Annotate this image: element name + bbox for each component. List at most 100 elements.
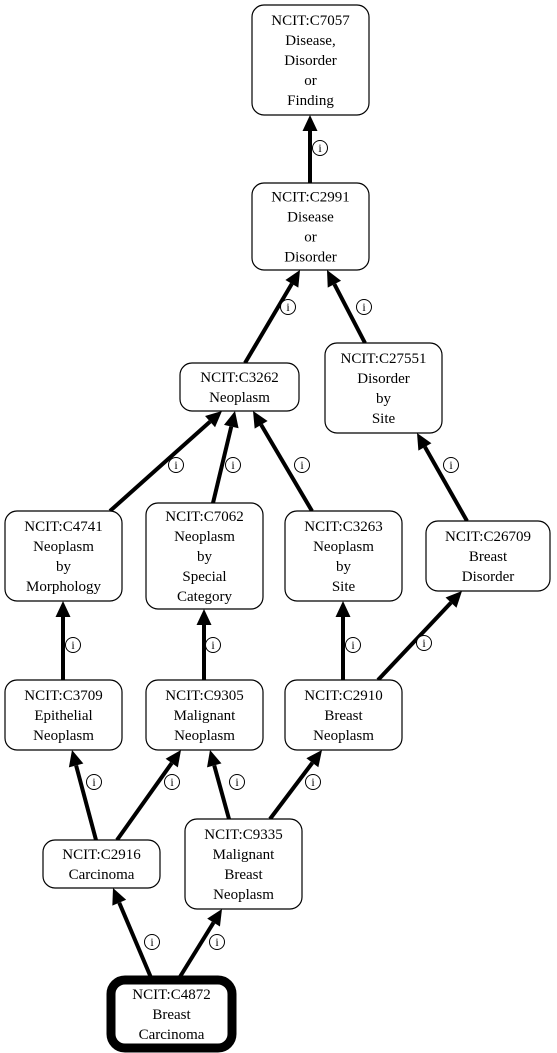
edge-info-icon[interactable]: i xyxy=(345,637,361,653)
node-box xyxy=(284,510,403,602)
node-name-label: by xyxy=(336,559,352,575)
edge-C2916-to-C3709: i xyxy=(68,750,102,841)
arrowhead-icon xyxy=(196,609,212,625)
edge-line xyxy=(115,761,174,842)
node-name-label: Neoplasm xyxy=(174,728,235,744)
arrowhead-icon xyxy=(68,750,84,768)
edge-info-icon[interactable]: i xyxy=(65,637,81,653)
edge-C26709-to-C27551: i xyxy=(417,433,469,522)
node-name-label: Carcinoma xyxy=(139,1027,205,1043)
info-letter: i xyxy=(362,300,366,314)
edge-info-icon[interactable]: i xyxy=(294,457,310,473)
info-letter: i xyxy=(174,458,178,472)
node-name-label: Malignant xyxy=(213,847,275,863)
arrowhead-icon xyxy=(207,909,222,927)
node-id-label: NCIT:C3709 xyxy=(24,688,102,704)
node-name-label: Carcinoma xyxy=(69,867,135,883)
edge-line xyxy=(212,764,231,820)
info-circle-icon xyxy=(209,934,225,950)
node-id-label: NCIT:C9305 xyxy=(165,688,243,704)
info-letter: i xyxy=(422,636,426,650)
edge-info-icon[interactable]: i xyxy=(205,637,221,653)
info-circle-icon xyxy=(345,637,361,653)
edge-line xyxy=(259,423,314,513)
info-letter: i xyxy=(211,638,215,652)
edge-line xyxy=(332,283,367,344)
info-circle-icon xyxy=(205,637,221,653)
node-id-label: NCIT:C7057 xyxy=(271,13,350,29)
edge-C4872-to-C2916: i xyxy=(112,888,160,981)
edge-info-icon[interactable]: i xyxy=(443,457,459,473)
node-name-label: Disorder xyxy=(284,250,337,266)
edge-info-icon[interactable]: i xyxy=(168,457,184,473)
info-circle-icon xyxy=(280,299,296,315)
info-circle-icon xyxy=(305,774,321,790)
node-name-label: or xyxy=(304,230,317,246)
edge-C9335-to-C2910: i xyxy=(268,750,322,821)
arrowhead-icon xyxy=(417,433,432,451)
edge-info-icon[interactable]: i xyxy=(209,934,225,950)
edge-C3263-to-C3262: i xyxy=(253,411,314,513)
node-id-label: NCIT:C3262 xyxy=(200,370,278,386)
edge-line xyxy=(268,761,314,821)
info-circle-icon xyxy=(225,457,241,473)
info-circle-icon xyxy=(356,299,372,315)
nodes-layer: NCIT:C7057Disease,DisorderorFindingNCIT:… xyxy=(4,4,551,1053)
edge-info-icon[interactable]: i xyxy=(305,774,321,790)
edge-info-icon[interactable]: i xyxy=(144,934,160,950)
info-letter: i xyxy=(351,638,355,652)
edge-C2910-to-C3263: i xyxy=(335,601,361,680)
node-name-label: Neoplasm xyxy=(313,728,374,744)
node-box xyxy=(42,839,161,889)
node-box xyxy=(184,818,303,910)
edge-info-icon[interactable]: i xyxy=(229,774,245,790)
edge-C2991-to-C7057: i xyxy=(302,115,328,183)
node-id-label: NCIT:C9335 xyxy=(204,827,282,843)
node-name-label: Category xyxy=(177,589,232,605)
node-name-label: Neoplasm xyxy=(174,529,235,545)
node-name-label: by xyxy=(197,549,213,565)
node-box xyxy=(324,342,443,434)
info-circle-icon xyxy=(65,637,81,653)
info-letter: i xyxy=(318,141,322,155)
info-circle-icon xyxy=(312,140,328,156)
edge-info-icon[interactable]: i xyxy=(86,774,102,790)
edge-info-icon[interactable]: i xyxy=(416,635,432,651)
node-name-label: by xyxy=(376,391,392,407)
edge-C2910-to-C26709: i xyxy=(376,591,462,682)
arrowhead-icon xyxy=(55,601,71,617)
node-box xyxy=(4,510,123,602)
arrowhead-icon xyxy=(302,115,318,131)
node-name-label: Disease xyxy=(287,210,334,226)
info-circle-icon xyxy=(443,457,459,473)
arrowhead-icon xyxy=(112,888,127,906)
node-name-label: Neoplasm xyxy=(313,539,374,555)
edge-line xyxy=(211,426,234,504)
edge-info-icon[interactable]: i xyxy=(312,140,328,156)
edge-info-icon[interactable]: i xyxy=(280,299,296,315)
node-id-label: NCIT:C2910 xyxy=(304,688,382,704)
edge-info-icon[interactable]: i xyxy=(225,457,241,473)
edge-info-icon[interactable]: i xyxy=(356,299,372,315)
node-box xyxy=(251,4,370,116)
info-letter: i xyxy=(92,775,96,789)
arrowhead-icon xyxy=(165,750,181,768)
info-circle-icon xyxy=(144,934,160,950)
info-letter: i xyxy=(311,775,315,789)
edge-info-icon[interactable]: i xyxy=(164,774,180,790)
